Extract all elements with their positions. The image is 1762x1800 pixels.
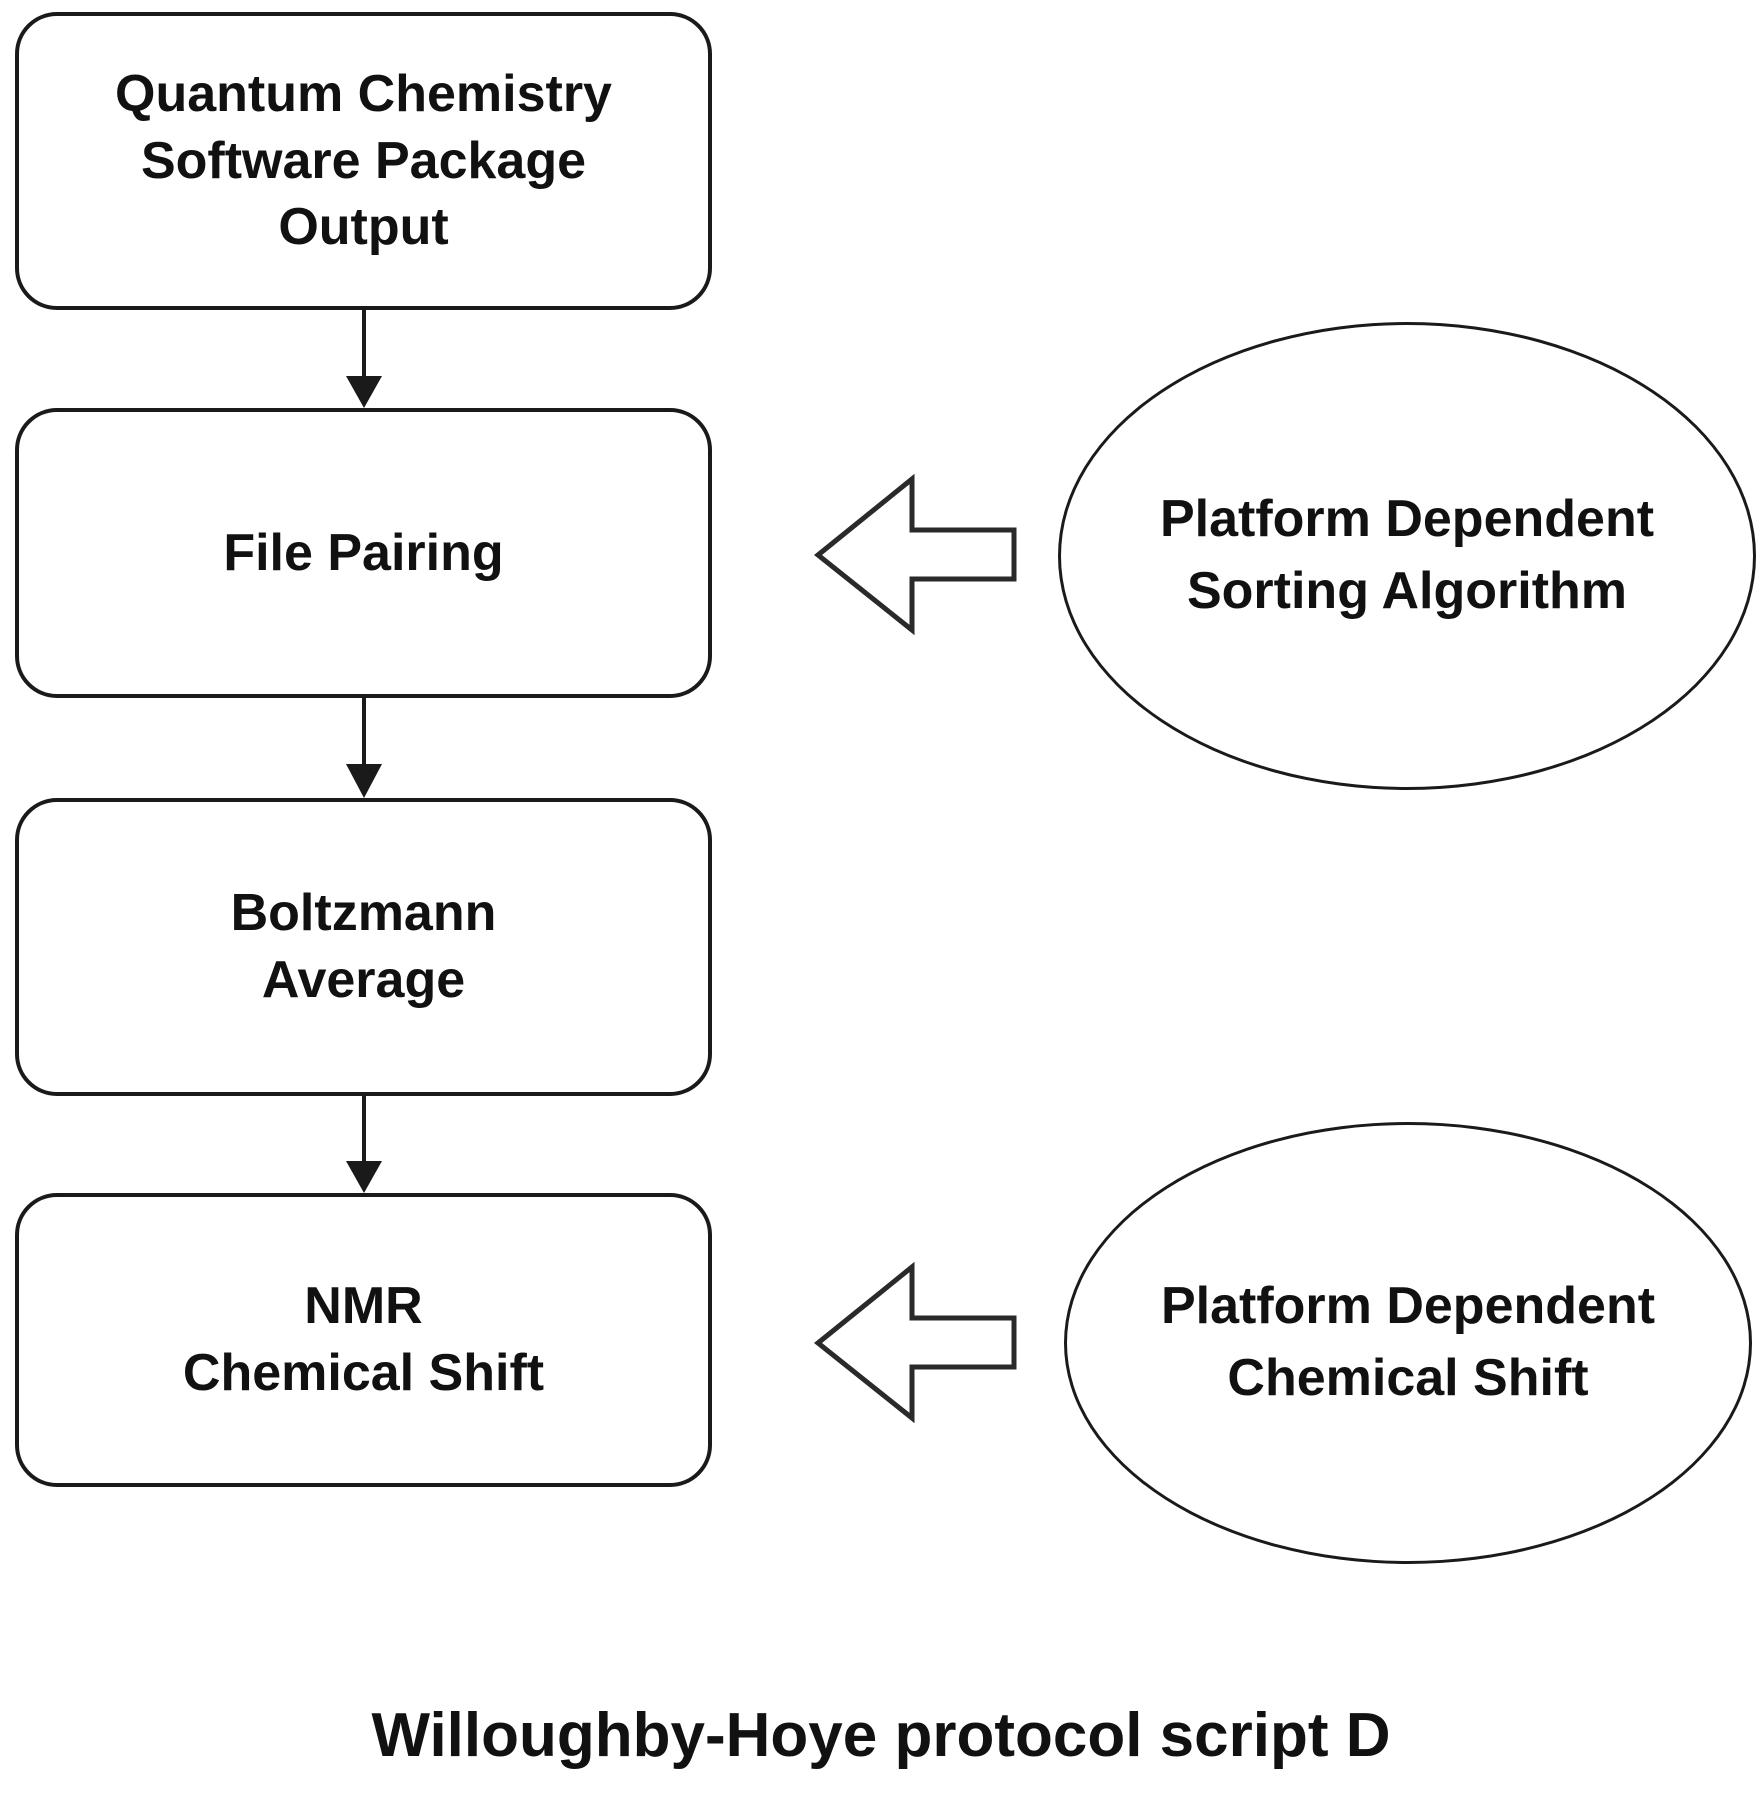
flow-box-quantum-chemistry-output: Quantum Chemistry Software Package Outpu… bbox=[15, 12, 712, 310]
figure-caption: Willoughby-Hoye protocol script D bbox=[371, 1701, 1391, 1770]
ellipse-label-line: Sorting Algorithm bbox=[1186, 562, 1628, 620]
down-arrow-icon bbox=[346, 310, 382, 408]
left-block-arrow-icon bbox=[814, 473, 1017, 636]
flow-box-label-line: Average bbox=[261, 951, 466, 1009]
flow-box-file-pairing: File Pairing bbox=[15, 408, 712, 698]
flow-box-label-line: Chemical Shift bbox=[182, 1344, 545, 1402]
ellipse-label-line: Platform Dependent bbox=[1159, 490, 1655, 549]
flow-box-label-line: Output bbox=[278, 198, 449, 257]
flow-box-label-line: File Pairing bbox=[223, 523, 504, 582]
down-arrow-icon bbox=[346, 1096, 382, 1193]
flow-box-label-line: Quantum Chemistry bbox=[115, 65, 612, 124]
left-block-arrow-icon bbox=[814, 1261, 1017, 1424]
flow-box-label-line: Software Package bbox=[140, 131, 587, 190]
ellipse-platform-dependent-chemical-shift: Platform Dependent Chemical Shift bbox=[1064, 1122, 1752, 1564]
ellipse-label-line: Chemical Shift bbox=[1227, 1349, 1589, 1407]
ellipse-label-line: Platform Dependent bbox=[1160, 1277, 1656, 1336]
flow-box-label-line: Boltzmann bbox=[230, 884, 497, 943]
down-arrow-icon bbox=[346, 698, 382, 798]
flow-box-nmr-chemical-shift: NMR Chemical Shift bbox=[15, 1193, 712, 1487]
flow-box-boltzmann-average: Boltzmann Average bbox=[15, 798, 712, 1096]
flow-box-label-line: NMR bbox=[304, 1277, 423, 1336]
ellipse-platform-dependent-sorting-algorithm: Platform Dependent Sorting Algorithm bbox=[1058, 322, 1756, 790]
